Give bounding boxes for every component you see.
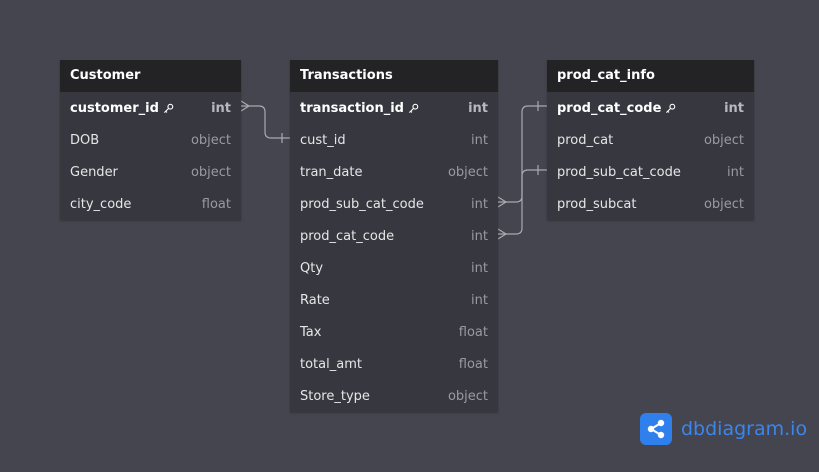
column-type: int: [471, 260, 488, 276]
table-row[interactable]: prod_cat_code int: [290, 220, 498, 252]
column-type: object: [190, 164, 231, 180]
column-type: object: [703, 196, 744, 212]
key-icon: [163, 103, 174, 114]
column-name-text: city_code: [70, 196, 132, 212]
table-header[interactable]: Customer: [60, 60, 241, 92]
table-header[interactable]: prod_cat_info: [547, 60, 754, 92]
connector-customer-cust: [241, 105, 290, 139]
column-name: Gender: [70, 165, 118, 180]
column-name: prod_cat_code: [557, 101, 676, 116]
column-type: int: [724, 100, 744, 116]
connector-many-end: [240, 100, 251, 112]
table-row[interactable]: city_code float: [60, 188, 241, 220]
column-name-text: total_amt: [300, 356, 362, 372]
column-type: int: [471, 196, 488, 212]
column-name: total_amt: [300, 357, 362, 372]
column-name: Rate: [300, 293, 330, 308]
column-name: prod_cat_code: [300, 229, 394, 244]
brand-name: dbdiagram.io: [681, 418, 808, 440]
column-name-text: Qty: [300, 260, 324, 276]
column-name: prod_subcat: [557, 197, 637, 212]
column-name: city_code: [70, 197, 131, 212]
column-name: cust_id: [300, 133, 346, 148]
connector-many-end: [497, 228, 508, 240]
column-type: int: [468, 100, 488, 116]
column-name-text: prod_subcat: [557, 196, 637, 212]
table-header[interactable]: Transactions: [290, 60, 498, 92]
table-row[interactable]: prod_subcat object: [547, 188, 754, 220]
table-row[interactable]: transaction_id int: [290, 92, 498, 124]
share-nodes-icon: [640, 413, 672, 445]
column-name: prod_sub_cat_code: [300, 197, 424, 212]
table-row[interactable]: Tax float: [290, 316, 498, 348]
column-type: int: [727, 164, 744, 180]
connector-prodcat-subcat: [498, 105, 547, 203]
table-row[interactable]: DOB object: [60, 124, 241, 156]
column-name-text: prod_cat: [557, 132, 614, 148]
table-row[interactable]: tran_date object: [290, 156, 498, 188]
column-name-text: Gender: [70, 164, 118, 180]
connector-many-end: [497, 196, 508, 208]
table-row[interactable]: prod_cat_code int: [547, 92, 754, 124]
column-name-text: prod_sub_cat_code: [557, 164, 681, 180]
column-type: int: [471, 132, 488, 148]
column-name-text: Store_type: [300, 388, 370, 404]
column-type: object: [447, 164, 488, 180]
column-name: Qty: [300, 261, 323, 276]
column-name-text: customer_id: [70, 100, 159, 116]
column-name: prod_cat: [557, 133, 613, 148]
column-type: object: [703, 132, 744, 148]
key-icon: [408, 103, 419, 114]
column-name: Tax: [300, 325, 321, 340]
table-row[interactable]: customer_id int: [60, 92, 241, 124]
brand-watermark[interactable]: dbdiagram.io: [640, 413, 807, 445]
key-icon: [665, 103, 676, 114]
table-row[interactable]: prod_sub_cat_code int: [290, 188, 498, 220]
table-row[interactable]: Qty int: [290, 252, 498, 284]
column-name-text: Rate: [300, 292, 330, 308]
column-type: float: [458, 356, 488, 372]
column-type: object: [190, 132, 231, 148]
column-name-text: prod_sub_cat_code: [300, 196, 424, 212]
column-type: float: [458, 324, 488, 340]
column-name-text: tran_date: [300, 164, 363, 180]
column-type: int: [471, 292, 488, 308]
table-row[interactable]: cust_id int: [290, 124, 498, 156]
table-row[interactable]: prod_cat object: [547, 124, 754, 156]
connector-prodsubcat-cat: [498, 169, 547, 235]
column-type: object: [447, 388, 488, 404]
column-name: Store_type: [300, 389, 370, 404]
table-row[interactable]: Store_type object: [290, 380, 498, 412]
column-type: int: [211, 100, 231, 116]
column-name: tran_date: [300, 165, 362, 180]
column-name-text: prod_cat_code: [557, 100, 662, 116]
column-name: customer_id: [70, 101, 174, 116]
column-type: float: [201, 196, 231, 212]
column-name: DOB: [70, 133, 99, 148]
column-name-text: DOB: [70, 132, 100, 148]
table-row[interactable]: Gender object: [60, 156, 241, 188]
column-name-text: prod_cat_code: [300, 228, 395, 244]
column-name-text: cust_id: [300, 132, 346, 148]
table-row[interactable]: Rate int: [290, 284, 498, 316]
column-name-text: transaction_id: [300, 100, 404, 116]
table-row[interactable]: total_amt float: [290, 348, 498, 380]
column-name-text: Tax: [300, 324, 322, 340]
column-type: int: [471, 228, 488, 244]
column-name: prod_sub_cat_code: [557, 165, 681, 180]
column-name: transaction_id: [300, 101, 419, 116]
table-row[interactable]: prod_sub_cat_code int: [547, 156, 754, 188]
